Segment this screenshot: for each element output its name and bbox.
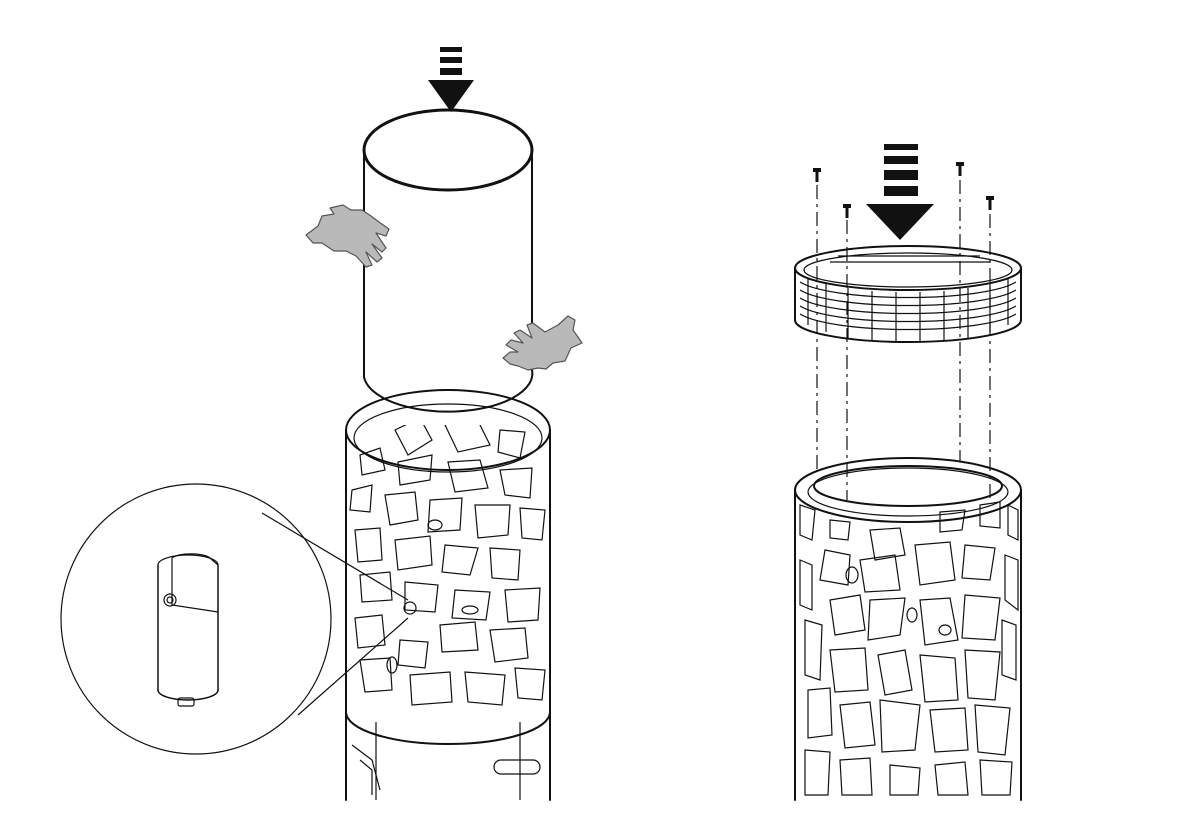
lower-ring-arrow-icon <box>866 144 934 240</box>
screw-icon <box>843 204 851 218</box>
glove-right-icon <box>503 316 582 370</box>
inner-pipe <box>364 110 532 412</box>
perforated-cylinder-left <box>346 390 550 800</box>
screw-icon <box>956 162 964 176</box>
screw-icon <box>813 168 821 182</box>
left-panel <box>61 47 582 800</box>
right-panel <box>795 144 1021 800</box>
detail-callout <box>61 484 408 754</box>
hinge-pin-detail <box>158 554 218 706</box>
perforated-cylinder-right <box>795 458 1021 800</box>
screw-icon <box>986 196 994 210</box>
glove-left-icon <box>306 205 389 267</box>
slotted-ring <box>795 246 1021 342</box>
insert-arrow-icon <box>428 47 474 112</box>
